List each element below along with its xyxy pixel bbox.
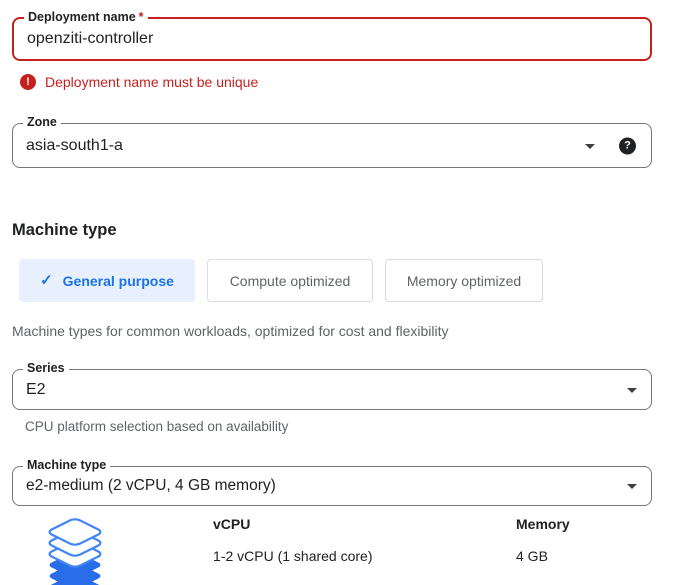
machine-type-label: Machine type	[23, 458, 111, 473]
series-helper-text: CPU platform selection based on availabi…	[25, 419, 289, 434]
tab-label: Compute optimized	[229, 272, 351, 289]
error-icon: !	[20, 74, 36, 90]
deployment-name-input[interactable]: openziti-controller	[27, 30, 154, 47]
series-value[interactable]: E2	[26, 380, 46, 398]
spec-column-vcpu: vCPU 1-2 vCPU (1 shared core)	[213, 516, 373, 565]
zone-label: Zone	[23, 115, 61, 130]
required-asterisk: *	[138, 10, 144, 24]
zone-field[interactable]: Zone asia-south1-a ?	[12, 115, 652, 168]
deployment-name-error: ! Deployment name must be unique	[20, 74, 258, 90]
tab-memory-optimized[interactable]: Memory optimized	[385, 259, 543, 302]
check-icon: ✓	[40, 272, 53, 289]
machine-type-field[interactable]: Machine type e2-medium (2 vCPU, 4 GB mem…	[12, 458, 652, 506]
spec-column-memory: Memory 4 GB	[516, 516, 570, 565]
zone-value[interactable]: asia-south1-a	[26, 136, 123, 154]
series-label: Series	[23, 361, 69, 376]
machine-type-heading: Machine type	[12, 221, 117, 239]
error-message: Deployment name must be unique	[45, 74, 259, 90]
tab-label: General purpose	[62, 272, 174, 289]
tab-label: Memory optimized	[406, 272, 522, 289]
chevron-down-icon[interactable]	[585, 143, 595, 149]
machine-series-layers-icon	[43, 512, 107, 585]
vcpu-header: vCPU	[213, 516, 251, 532]
vcpu-value: 1-2 vCPU (1 shared core)	[213, 548, 373, 564]
series-field[interactable]: Series E2	[12, 361, 652, 410]
chevron-down-icon[interactable]	[627, 387, 637, 393]
help-icon[interactable]: ?	[619, 137, 636, 154]
memory-header: Memory	[516, 516, 570, 532]
machine-type-value[interactable]: e2-medium (2 vCPU, 4 GB memory)	[26, 477, 276, 494]
deployment-name-field[interactable]: Deployment name* openziti-controller	[12, 10, 652, 61]
tab-compute-optimized[interactable]: Compute optimized	[207, 259, 373, 302]
deployment-name-label: Deployment name*	[24, 10, 148, 25]
machine-family-description: Machine types for common workloads, opti…	[12, 323, 449, 339]
machine-family-tabs: ✓ General purpose Compute optimized Memo…	[19, 259, 543, 302]
help-glyph: ?	[624, 139, 631, 152]
chevron-down-icon[interactable]	[627, 484, 637, 489]
tab-general-purpose[interactable]: ✓ General purpose	[19, 259, 195, 302]
memory-value: 4 GB	[516, 548, 548, 564]
deployment-name-label-text: Deployment name	[28, 10, 136, 24]
